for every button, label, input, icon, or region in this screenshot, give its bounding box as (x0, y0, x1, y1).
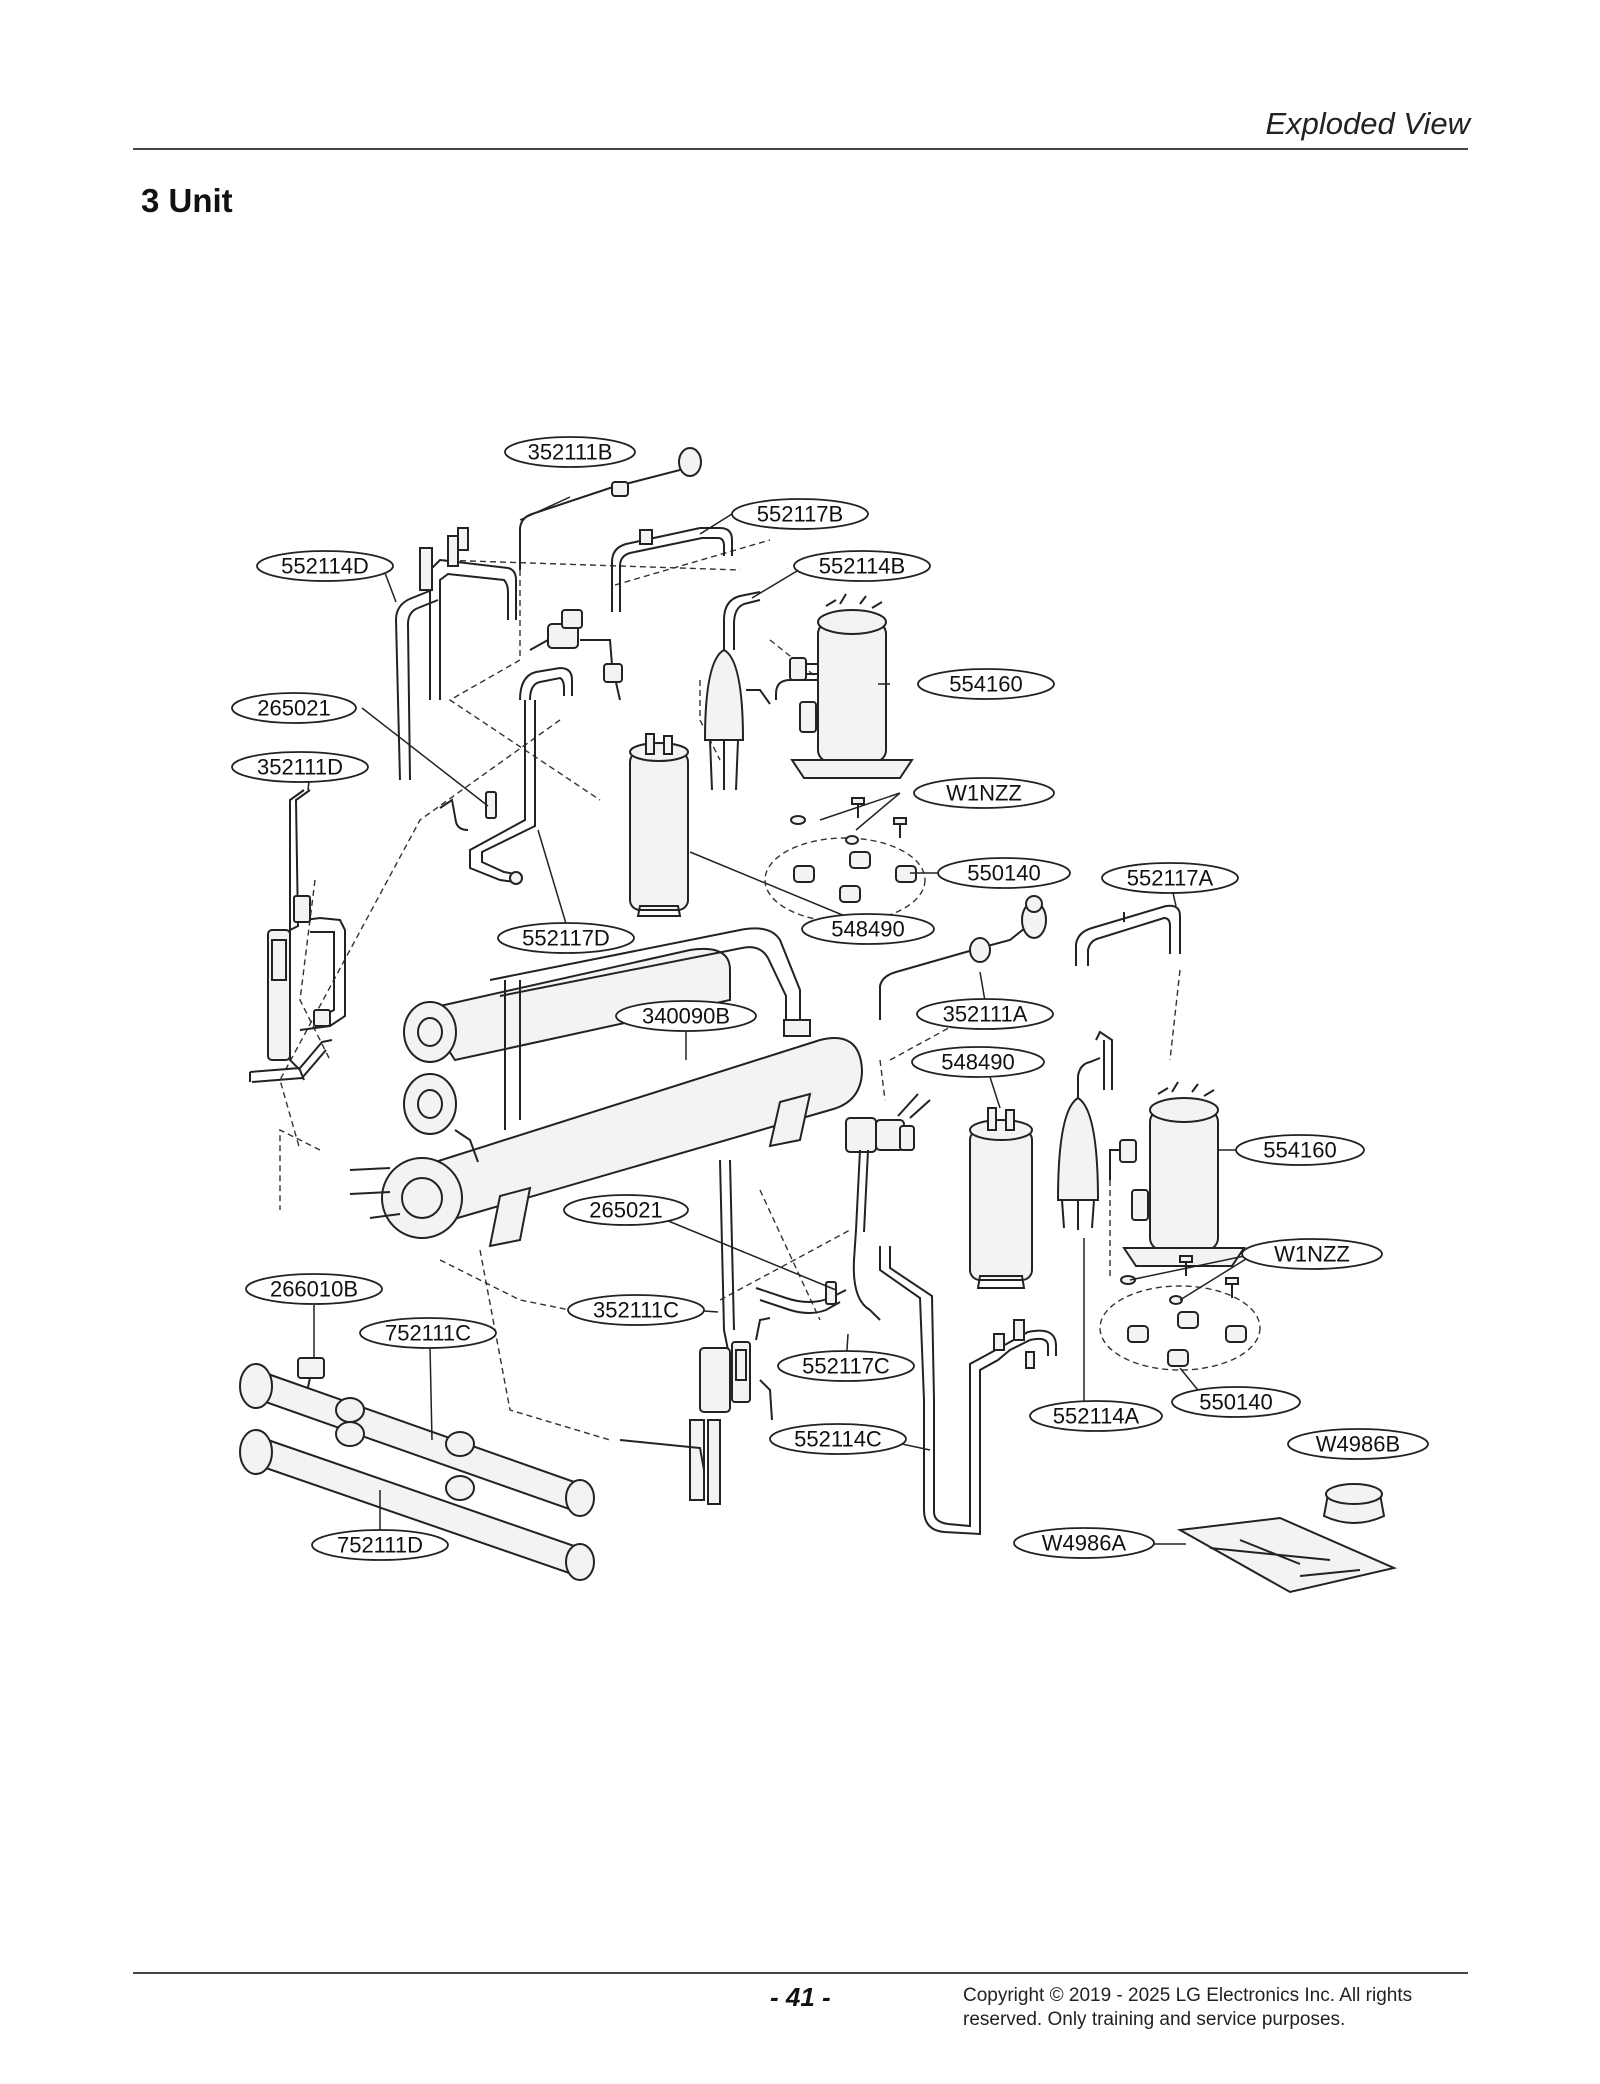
callout-label: 340090B (642, 1004, 730, 1029)
callout-label: 554160 (949, 672, 1022, 697)
callout-label: W4986B (1316, 1432, 1400, 1457)
water-pipes (239, 1363, 595, 1581)
callout-w1nzz-lower: W1NZZ (1241, 1238, 1383, 1270)
callout-label: 552117A (1127, 866, 1214, 891)
upper-pipe-assemblies (394, 447, 733, 885)
mount-bolts-upper (790, 797, 907, 845)
callout-340090b: 340090B (615, 1000, 757, 1032)
callout-label: 550140 (1199, 1390, 1272, 1415)
callout-552117d: 552117D (497, 922, 635, 954)
mount-group-circle-lower (1099, 1285, 1261, 1371)
callout-label: 352111C (593, 1298, 679, 1323)
callout-554160-lower: 554160 (1235, 1134, 1365, 1166)
callout-265021-upper: 265021 (231, 692, 357, 724)
header-title: Exploded View (1265, 106, 1470, 141)
callout-label: 554160 (1263, 1138, 1336, 1163)
callout-label: 752111C (385, 1321, 471, 1346)
callout-label: 552117B (757, 502, 843, 527)
mount-bolts-lower (1120, 1255, 1239, 1305)
callout-548490-lower: 548490 (911, 1046, 1045, 1078)
compressor-lower (1109, 1081, 1246, 1267)
callout-label: 548490 (941, 1050, 1014, 1075)
callout-552117a: 552117A (1101, 862, 1239, 894)
callout-label: 548490 (831, 917, 904, 942)
accumulator-lower (1056, 1030, 1113, 1230)
section-title: 3 Unit (141, 182, 233, 219)
callout-label: W4986A (1042, 1531, 1127, 1556)
mount-group-circle-upper (764, 837, 926, 923)
plate-w4986a (1176, 1516, 1398, 1594)
callout-552114a: 552114A (1029, 1400, 1163, 1432)
rubber-mounts-lower (1127, 1311, 1247, 1367)
middle-valve-assembly (619, 1159, 847, 1505)
receiver-tank-upper (629, 733, 689, 917)
callout-w4986a: W4986A (1013, 1527, 1155, 1559)
callout-label: 552117C (802, 1354, 890, 1379)
callout-w1nzz-upper: W1NZZ (913, 777, 1055, 809)
page-number: - 41 - (770, 1982, 831, 2012)
callout-label: 552114D (281, 554, 369, 579)
pipe-552117a (1075, 904, 1181, 966)
callout-label: 552114A (1053, 1404, 1140, 1429)
valve-cluster-middle (845, 1093, 931, 1321)
callout-w4986b: W4986B (1287, 1428, 1429, 1460)
header-rule (133, 148, 1468, 150)
callout-552117b: 552117B (731, 498, 869, 530)
receiver-tank-lower (969, 1107, 1033, 1289)
rubber-mounts-upper (793, 851, 917, 903)
callout-552114d: 552114D (256, 550, 394, 582)
callout-265021-lower: 265021 (563, 1194, 689, 1226)
copyright-notice: Copyright © 2019 - 2025 LG Electronics I… (963, 1984, 1463, 2032)
cap-w4986b (1322, 1483, 1386, 1524)
callout-266010b: 266010B (245, 1273, 383, 1305)
callout-label: W1NZZ (1274, 1242, 1350, 1267)
left-valve-assembly (249, 789, 346, 1083)
callout-label: 752111D (337, 1533, 423, 1558)
valve-352111a (879, 895, 1047, 1020)
callout-label: 266010B (270, 1277, 358, 1302)
callout-352111a: 352111A (916, 998, 1054, 1030)
callout-554160-upper: 554160 (917, 668, 1055, 700)
footer-rule (133, 1972, 1468, 1974)
callout-label: 552114B (819, 554, 905, 579)
callout-label: 265021 (257, 696, 330, 721)
callout-552114b: 552114B (793, 550, 931, 582)
compressor-upper (746, 593, 914, 779)
callout-752111d: 752111D (311, 1529, 449, 1561)
callout-352111c: 352111C (567, 1294, 705, 1326)
accumulator-upper (703, 591, 761, 791)
copyright-line-2: reserved. Only training and service purp… (963, 2009, 1346, 2030)
callout-352111d: 352111D (231, 751, 369, 783)
callout-label: 352111D (257, 755, 343, 780)
lower-right-pipes (879, 1246, 1057, 1536)
callout-label: 550140 (967, 861, 1040, 886)
callout-label: W1NZZ (946, 781, 1022, 806)
callout-label: 352111B (528, 440, 613, 465)
callout-label: 552114C (794, 1427, 882, 1452)
copyright-line-1: Copyright © 2019 - 2025 LG Electronics I… (963, 1985, 1413, 2006)
callout-352111b: 352111B (504, 436, 636, 468)
callout-label: 352111A (943, 1002, 1028, 1027)
callout-752111c: 752111C (359, 1317, 497, 1349)
callout-552117c: 552117C (777, 1350, 915, 1382)
heat-exchanger (349, 927, 864, 1248)
callout-552114c: 552114C (769, 1423, 907, 1455)
callout-548490-upper: 548490 (801, 913, 935, 945)
callout-label: 552117D (522, 926, 610, 951)
callout-label: 265021 (589, 1198, 662, 1223)
callout-550140-lower: 550140 (1171, 1386, 1301, 1418)
callout-550140-upper: 550140 (937, 857, 1071, 889)
